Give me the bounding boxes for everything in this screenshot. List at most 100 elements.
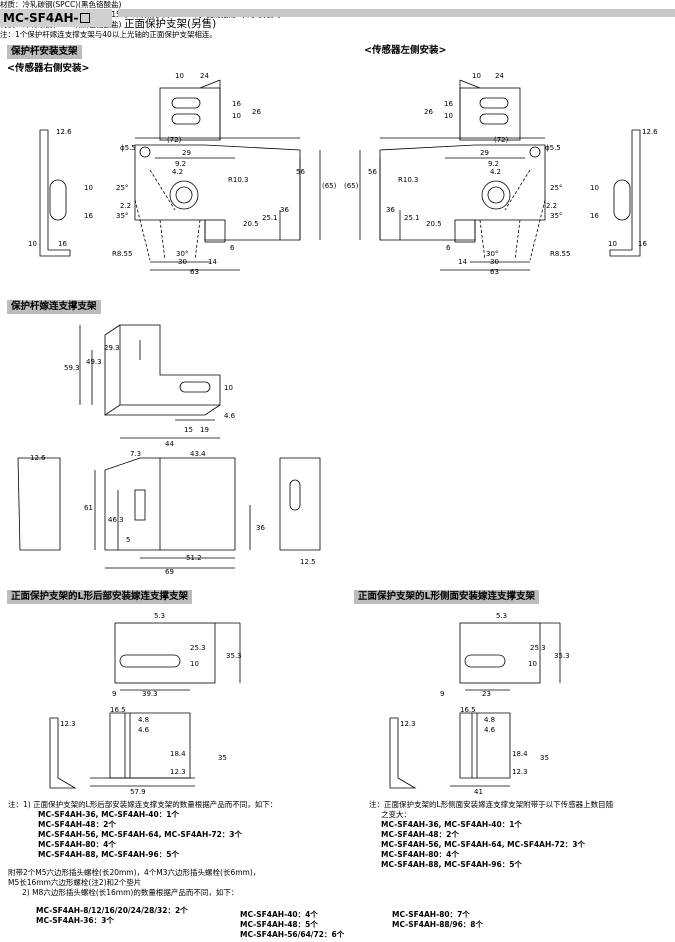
svg-text:R10.3: R10.3 xyxy=(228,176,248,184)
model-box: MC-SF4AH- xyxy=(0,9,112,27)
model-code: MC-SF4AH- xyxy=(3,11,79,25)
svg-text:35.3: 35.3 xyxy=(226,652,242,660)
svg-text:ϕ5.5: ϕ5.5 xyxy=(120,144,136,152)
svg-text:10: 10 xyxy=(528,660,537,668)
s4-note-line: MC-SF4AH-36, MC-SF4AH-40：1个 xyxy=(381,820,522,829)
svg-text:6: 6 xyxy=(446,244,451,252)
svg-text:46.3: 46.3 xyxy=(108,516,124,524)
svg-text:(65): (65) xyxy=(322,182,337,190)
svg-text:14: 14 xyxy=(208,258,217,266)
svg-text:5.3: 5.3 xyxy=(496,612,507,620)
svg-text:25.3: 25.3 xyxy=(530,644,546,652)
svg-text:35.3: 35.3 xyxy=(554,652,570,660)
svg-text:14: 14 xyxy=(458,258,467,266)
svg-text:9: 9 xyxy=(112,690,116,698)
s4-note-line: MC-SF4AH-48：2个 xyxy=(381,830,459,839)
svg-text:10: 10 xyxy=(175,72,184,80)
svg-text:69: 69 xyxy=(165,568,174,575)
svg-text:12.5: 12.5 xyxy=(300,558,316,566)
svg-text:44: 44 xyxy=(165,440,174,448)
bolt-count: MC-SF4AH-36：3个 xyxy=(36,916,114,925)
section-2-title: 保护杆嫁连支撑支架 xyxy=(7,300,101,314)
s4-notes: 注：正面保护支架的L形侧面安装嫁连支撑支架附带于以下传感器上数目随 之变大： M… xyxy=(369,800,613,870)
svg-text:18.4: 18.4 xyxy=(170,750,186,758)
svg-text:4.8: 4.8 xyxy=(138,716,149,724)
bolt-count: MC-SF4AH-56/64/72：6个 xyxy=(240,930,345,939)
svg-text:12.6: 12.6 xyxy=(30,454,46,462)
svg-text:4.8: 4.8 xyxy=(484,716,495,724)
svg-text:10: 10 xyxy=(472,72,481,80)
svg-text:29.3: 29.3 xyxy=(104,344,120,352)
svg-text:12.3: 12.3 xyxy=(400,720,416,728)
svg-text:57.9: 57.9 xyxy=(130,788,146,796)
svg-text:20.5: 20.5 xyxy=(243,220,259,228)
svg-text:16: 16 xyxy=(84,212,93,220)
section-3-title: 正面保护支架的L形后部安装嫁连支撑支架 xyxy=(7,590,193,604)
svg-text:10: 10 xyxy=(444,112,453,120)
svg-text:39.3: 39.3 xyxy=(142,690,158,698)
svg-text:30°: 30° xyxy=(486,250,498,258)
svg-text:51.2: 51.2 xyxy=(186,554,202,562)
svg-text:(72): (72) xyxy=(167,136,182,144)
svg-text:ϕ5.5: ϕ5.5 xyxy=(545,144,561,152)
support-bracket-bottom-drawing: 12.6 7.3 43.4 61 46.3 5 36 51.2 69 12.5 xyxy=(17,450,321,575)
svg-text:(72): (72) xyxy=(494,136,509,144)
svg-text:25.1: 25.1 xyxy=(404,214,420,222)
svg-text:30: 30 xyxy=(490,258,499,266)
bolt-note-line: M5长16mm六边形螺栓(注2)和2个垫片 xyxy=(8,878,142,887)
svg-text:16: 16 xyxy=(232,100,241,108)
svg-text:35: 35 xyxy=(218,754,227,762)
header-rule xyxy=(118,9,675,17)
s3-note-line: MC-SF4AH-88, MC-SF4AH-96：5个 xyxy=(38,850,179,859)
svg-text:30: 30 xyxy=(178,258,187,266)
page-title: 正面保护支架(另售) xyxy=(124,18,217,30)
s4-note-line: MC-SF4AH-88, MC-SF4AH-96：5个 xyxy=(381,860,522,869)
svg-text:16.5: 16.5 xyxy=(110,706,126,714)
model-placeholder-icon xyxy=(79,13,90,23)
left-mount-label: <传感器左侧安装> xyxy=(364,45,447,56)
svg-text:10: 10 xyxy=(590,184,599,192)
section-4-title: 正面保护支架的L形侧面安装嫁连支撑支架 xyxy=(354,590,540,604)
svg-text:12.6: 12.6 xyxy=(642,128,658,136)
svg-text:24: 24 xyxy=(495,72,504,80)
svg-text:2.2: 2.2 xyxy=(546,202,557,210)
svg-text:10: 10 xyxy=(84,184,93,192)
svg-text:R10.3: R10.3 xyxy=(398,176,418,184)
svg-text:49.3: 49.3 xyxy=(86,358,102,366)
svg-text:2.2: 2.2 xyxy=(120,202,131,210)
s4-note-line: 注：正面保护支架的L形侧面安装嫁连支撑支架附带于以下传感器上数目随 xyxy=(369,800,614,809)
bolt-count: MC-SF4AH-88/96：8个 xyxy=(392,920,484,929)
svg-text:63: 63 xyxy=(190,268,199,276)
svg-text:7.3: 7.3 xyxy=(130,450,141,458)
svg-text:16: 16 xyxy=(590,212,599,220)
bolt-count: MC-SF4AH-80：7个 xyxy=(392,910,470,919)
s3-note-line: MC-SF4AH-36, MC-SF4AH-40：1个 xyxy=(38,810,179,819)
svg-text:29: 29 xyxy=(182,149,191,157)
svg-text:36: 36 xyxy=(280,206,289,214)
svg-text:25.3: 25.3 xyxy=(190,644,206,652)
s2-note: 注：1个保护杆嫁连支撑支架与40以上光轴的正面保护支架相连。 xyxy=(0,30,217,39)
svg-text:5.3: 5.3 xyxy=(154,612,165,620)
svg-text:25°: 25° xyxy=(550,184,562,192)
svg-text:16: 16 xyxy=(444,100,453,108)
svg-text:36: 36 xyxy=(256,524,265,532)
svg-text:63: 63 xyxy=(490,268,499,276)
svg-text:24: 24 xyxy=(200,72,209,80)
svg-text:10: 10 xyxy=(190,660,199,668)
svg-text:4.6: 4.6 xyxy=(484,726,496,734)
svg-text:16.5: 16.5 xyxy=(460,706,476,714)
bolt-note-line: 附带2个M5六边形插头螺栓(长20mm)，4个M3六边形插头螺栓(长6mm)， xyxy=(8,868,261,877)
svg-text:10: 10 xyxy=(232,112,241,120)
bolt-note-line: 2) M8六边形插头螺栓(长16mm)的数量根据产品而不同，如下： xyxy=(22,888,239,897)
svg-text:19: 19 xyxy=(200,426,209,434)
bolt-count: MC-SF4AH-8/12/16/20/24/28/32：2个 xyxy=(36,906,188,915)
svg-text:10: 10 xyxy=(608,240,617,248)
svg-text:26: 26 xyxy=(252,108,261,116)
svg-text:23: 23 xyxy=(482,690,491,698)
svg-text:12.6: 12.6 xyxy=(56,128,72,136)
svg-text:35: 35 xyxy=(540,754,549,762)
svg-text:59.3: 59.3 xyxy=(64,364,80,372)
svg-text:4.6: 4.6 xyxy=(138,726,150,734)
svg-text:R8.55: R8.55 xyxy=(550,250,570,258)
